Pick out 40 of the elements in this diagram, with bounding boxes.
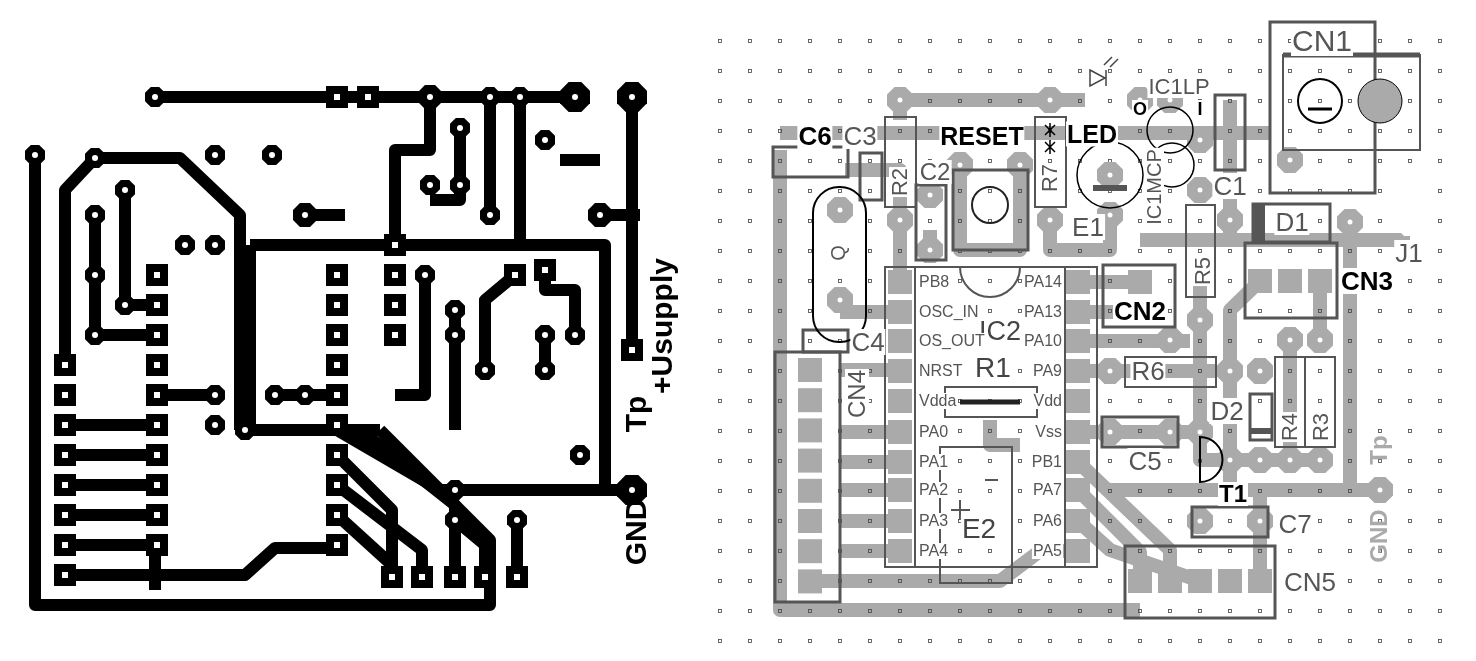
pin-label: PA4	[918, 543, 950, 559]
component-label: C6	[797, 123, 833, 149]
pin-label: PA7	[1031, 482, 1063, 498]
component-label: CN3	[1340, 268, 1394, 294]
component-label: IC1LP	[1147, 76, 1211, 98]
net-label: Tp	[621, 395, 651, 433]
pin-label: OSC_IN	[918, 304, 980, 320]
pin-label: PA1	[918, 454, 950, 470]
pin-label: PA6	[1031, 513, 1063, 529]
component-label: C1	[1212, 173, 1248, 199]
net-label: +Usupply	[647, 258, 677, 394]
component-label: E1	[1071, 214, 1105, 240]
component-label: C4	[850, 329, 886, 355]
component-label: CN2	[1113, 298, 1167, 324]
pin-label: Vdda	[918, 393, 958, 409]
pin-label: PA5	[1031, 543, 1063, 559]
component-label: C3	[842, 123, 878, 149]
component-label: C2	[918, 160, 952, 184]
pin-label: PB8	[918, 274, 951, 290]
pin-label: Vdd	[1032, 393, 1063, 409]
component-label: Q	[828, 244, 848, 262]
component-label: D2	[1209, 398, 1245, 424]
pin-label: PA9	[1031, 363, 1063, 379]
pin-label: PA14	[1023, 274, 1063, 290]
pin-label: PA0	[918, 424, 950, 440]
component-label: LED	[1066, 121, 1118, 147]
component-label: T1	[1218, 482, 1248, 506]
pin-label: I	[1196, 100, 1204, 118]
pin-label: PB1	[1030, 454, 1063, 470]
pin-label: PA3	[918, 513, 950, 529]
pin-label: NRST	[918, 363, 964, 379]
net-label: GND	[1367, 509, 1391, 563]
pin-label: Vss	[1034, 424, 1063, 440]
pin-label: PA13	[1023, 304, 1063, 320]
component-label: CN4	[845, 369, 869, 419]
pin-label: O	[1132, 100, 1148, 118]
component-label: IC1MCP	[1144, 148, 1164, 226]
pin-label: PA2	[918, 482, 950, 498]
pin-label: PA10	[1023, 333, 1063, 349]
net-label: Tp	[1367, 435, 1391, 465]
